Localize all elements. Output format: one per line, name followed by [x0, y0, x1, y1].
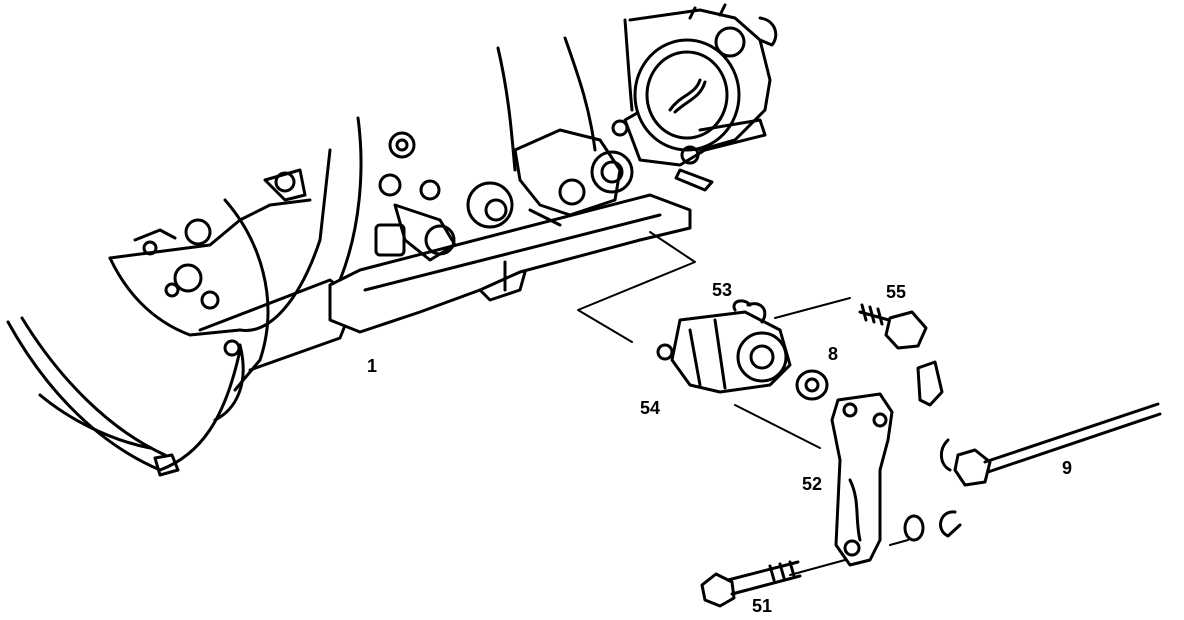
washer [903, 514, 925, 542]
bolt-55 [858, 303, 928, 350]
callout-8: 8 [828, 344, 838, 364]
callout-51: 51 [752, 596, 772, 616]
shift-rod-9 [953, 402, 1162, 487]
callout-53: 53 [712, 280, 732, 300]
callout-52: 52 [802, 474, 822, 494]
callout-9: 9 [1062, 458, 1072, 478]
bolt-51 [700, 560, 802, 608]
shift-bracket-assembly [656, 299, 829, 401]
retaining-clip [939, 510, 962, 538]
transmission-assembly [6, 3, 778, 477]
clip-open [940, 438, 952, 472]
assembly-guide-lines [577, 231, 909, 576]
callout-54: 54 [640, 398, 660, 418]
shift-lever-52 [830, 392, 894, 567]
spring-clip [916, 360, 944, 407]
callout-1: 1 [367, 356, 377, 376]
callout-55: 55 [886, 282, 906, 302]
